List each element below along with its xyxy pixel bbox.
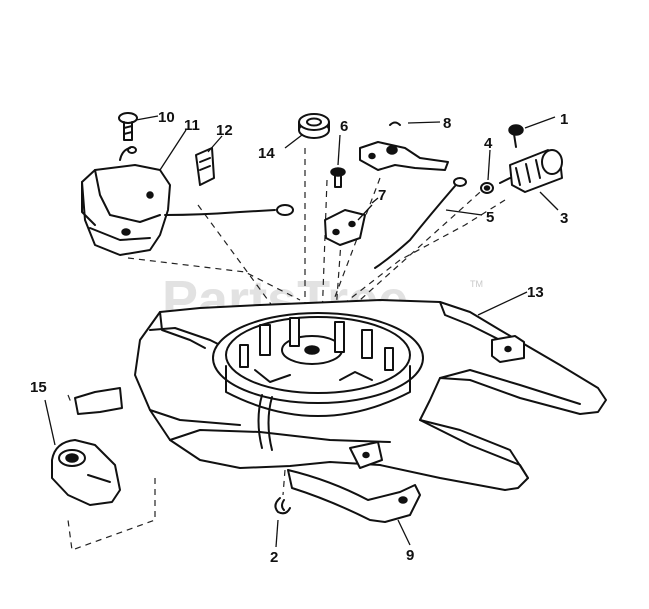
part-10-screw <box>118 112 138 141</box>
callout-9: 9 <box>406 547 414 564</box>
callout-3: 3 <box>560 210 568 227</box>
callout-13: 13 <box>527 284 544 301</box>
callout-labels: 1 2 3 4 5 6 7 8 9 10 11 12 13 14 15 <box>30 109 568 566</box>
callout-4: 4 <box>484 135 493 152</box>
part-2-clip <box>274 497 291 515</box>
part-13-housing <box>134 299 607 491</box>
callout-14: 14 <box>258 145 275 162</box>
part-15-cover <box>51 387 123 506</box>
part-9-lever <box>287 469 421 523</box>
part-5-lead-wire <box>374 177 467 269</box>
part-3-condenser <box>499 149 563 193</box>
part-12-bracket <box>195 147 215 186</box>
watermark-trademark: TM <box>470 279 483 289</box>
part-8-points-arm <box>359 121 449 171</box>
callout-6: 6 <box>340 118 348 135</box>
callout-10: 10 <box>158 109 175 126</box>
callout-15: 15 <box>30 379 47 396</box>
part-4-nut <box>480 182 494 194</box>
part-14-cap <box>298 113 330 139</box>
callout-2: 2 <box>270 549 278 566</box>
callout-5: 5 <box>486 209 494 226</box>
callout-11: 11 <box>184 117 200 134</box>
part-11-module <box>81 146 294 256</box>
part-6-screw <box>330 167 346 188</box>
callout-1: 1 <box>560 111 568 128</box>
callout-8: 8 <box>443 115 451 132</box>
callout-7: 7 <box>378 187 386 204</box>
callout-12: 12 <box>216 122 233 139</box>
leader-lines <box>44 115 559 548</box>
part-1-screw <box>508 124 524 148</box>
part-7-bracket <box>324 209 366 246</box>
